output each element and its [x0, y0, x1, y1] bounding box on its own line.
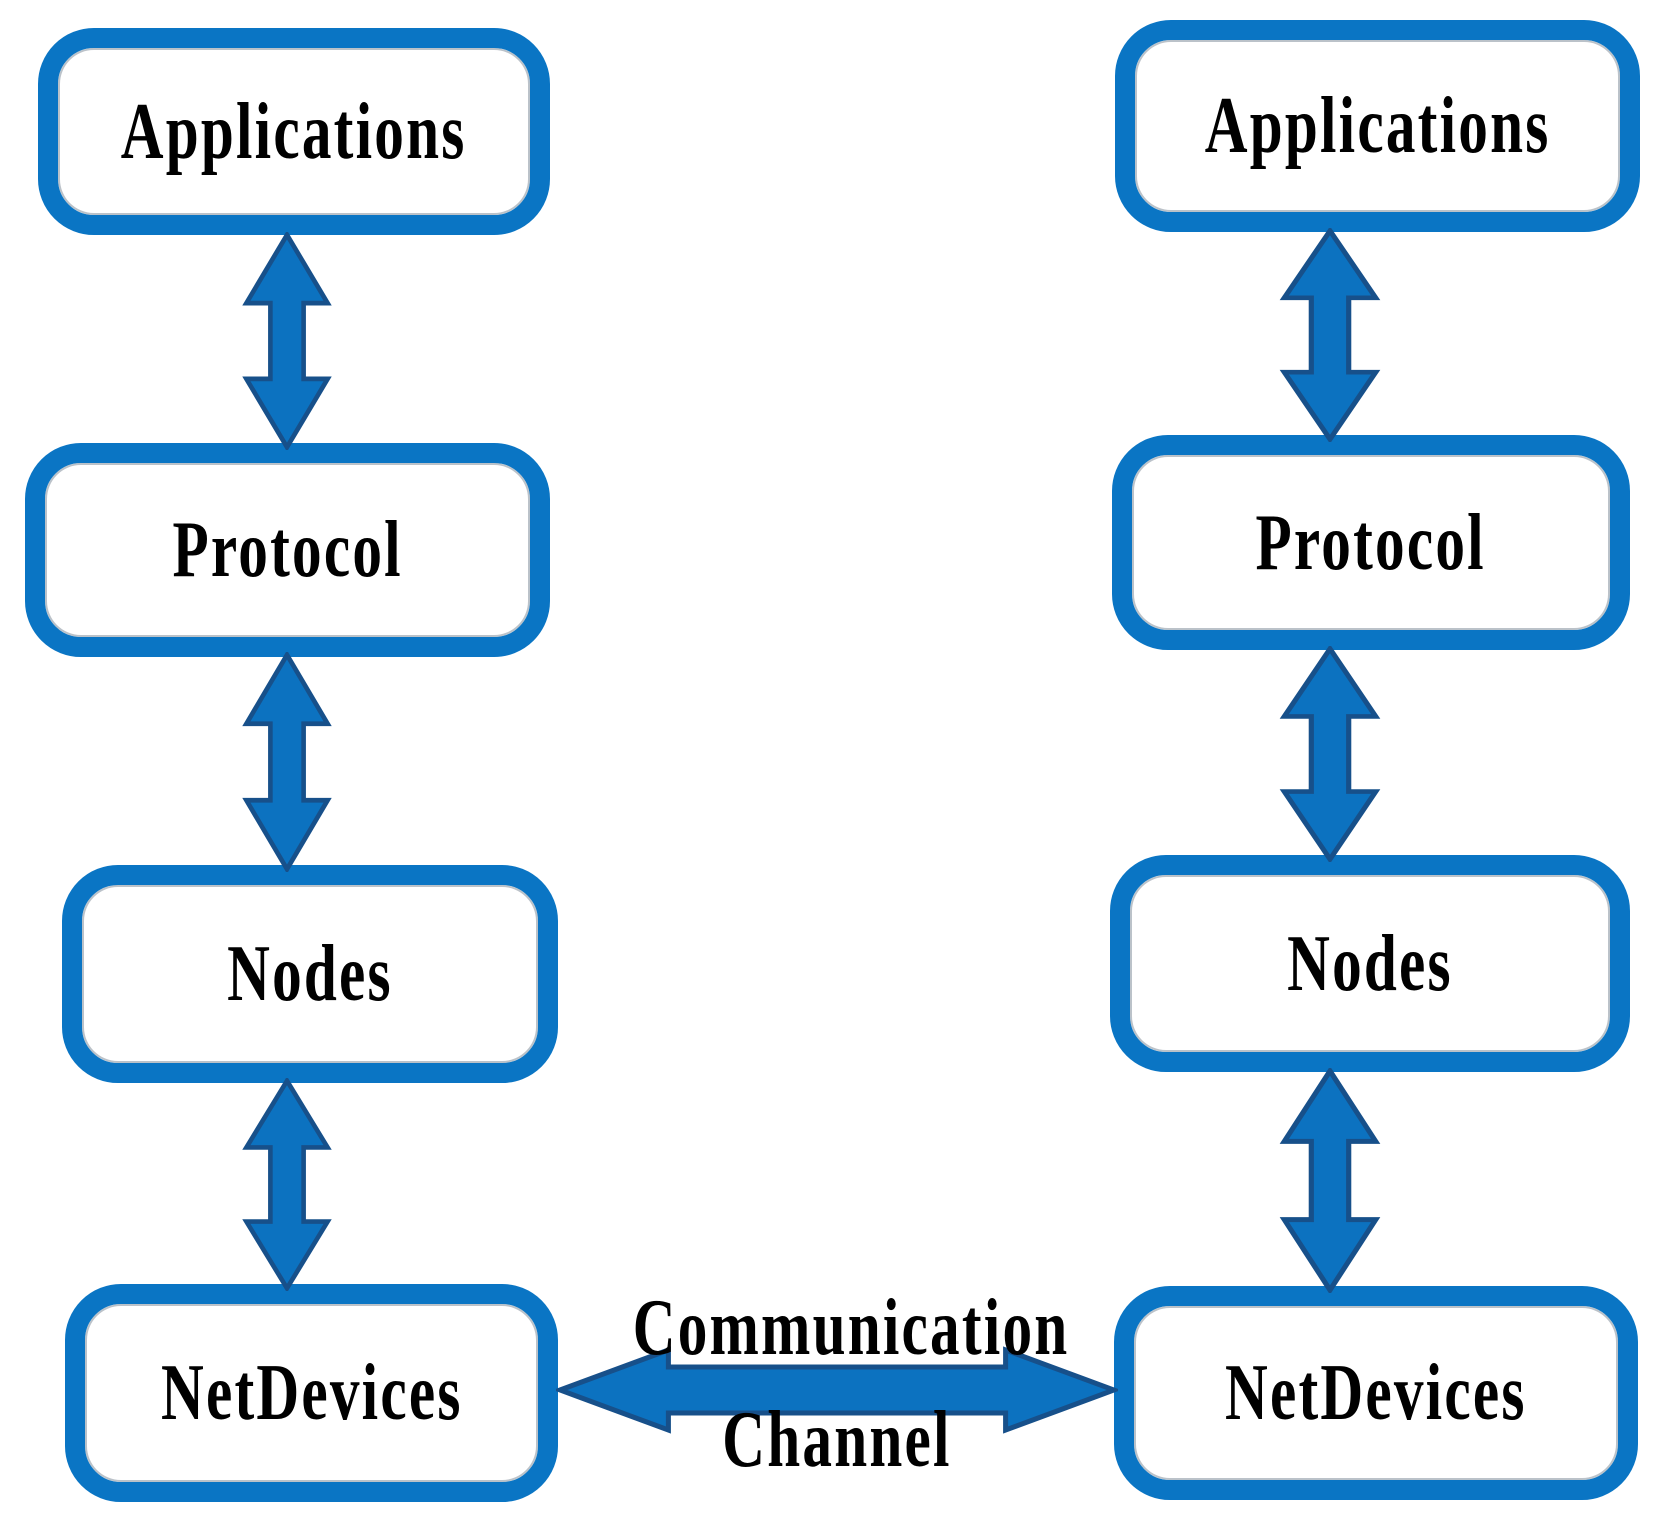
box-netdevices-right-label: NetDevices: [1225, 1349, 1527, 1437]
double-arrow-icon: [242, 652, 332, 872]
box-nodes-left: Nodes: [62, 865, 558, 1083]
box-applications-right-label: Applications: [1204, 82, 1551, 170]
channel-label-line1: Communication: [632, 1284, 1070, 1372]
double-arrow-icon: [242, 1078, 332, 1291]
box-netdevices-right: NetDevices: [1114, 1286, 1638, 1500]
box-netdevices-left: NetDevices: [65, 1284, 558, 1502]
double-arrow-icon: [1279, 646, 1381, 862]
channel-label-line1-wrap: Communication: [556, 1288, 1118, 1368]
box-nodes-right: Nodes: [1110, 855, 1630, 1072]
channel-label-line2: Channel: [722, 1396, 952, 1484]
double-arrow-icon: [1279, 228, 1381, 442]
box-nodes-right-label: Nodes: [1287, 919, 1453, 1008]
channel-label-line2-wrap: Channel: [556, 1400, 1118, 1480]
box-protocol-left: Protocol: [25, 443, 550, 657]
box-nodes-left-label: Nodes: [227, 930, 393, 1018]
box-netdevices-left-label: NetDevices: [160, 1349, 463, 1437]
box-applications-left: Applications: [38, 28, 550, 235]
box-protocol-right: Protocol: [1112, 435, 1630, 650]
box-protocol-left-label: Protocol: [172, 506, 403, 594]
box-applications-left-label: Applications: [121, 87, 467, 176]
double-arrow-icon: [242, 232, 332, 450]
box-applications-right: Applications: [1115, 20, 1640, 232]
double-arrow-icon: [1279, 1068, 1381, 1293]
box-protocol-right-label: Protocol: [1255, 498, 1487, 587]
communication-channel-arrow: [556, 1346, 1118, 1434]
